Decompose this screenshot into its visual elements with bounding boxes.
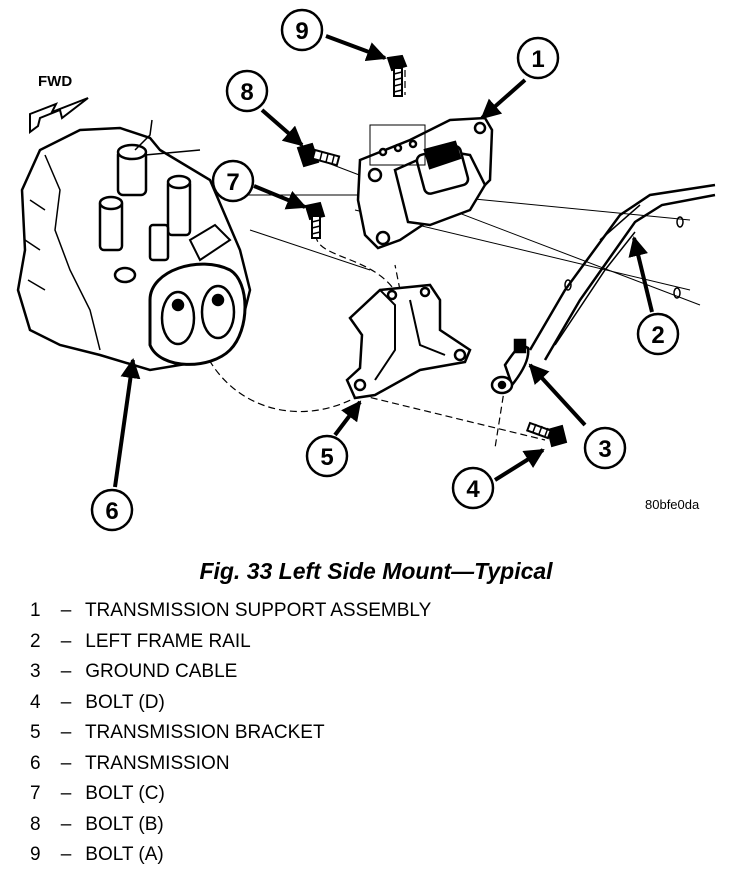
bolt-a [386, 54, 408, 97]
svg-text:2: 2 [651, 322, 664, 349]
svg-text:9: 9 [295, 18, 308, 45]
legend-item: 9– BOLT (A) [30, 844, 164, 865]
callout-6: 6 [90, 488, 134, 532]
parts-legend: 1– TRANSMISSION SUPPORT ASSEMBLY 2– LEFT… [30, 596, 730, 871]
legend-item: 1– TRANSMISSION SUPPORT ASSEMBLY [30, 600, 432, 621]
callout-arrows [113, 34, 654, 488]
svg-text:8: 8 [240, 79, 253, 106]
callout-5: 5 [305, 434, 349, 478]
legend-item: 7– BOLT (C) [30, 783, 165, 804]
legend-item: 6– TRANSMISSION [30, 752, 230, 774]
legend-item: 4– BOLT (D) [30, 691, 165, 713]
left-frame-rail [528, 183, 716, 361]
callout-1: 1 [516, 36, 560, 80]
svg-text:4: 4 [466, 476, 480, 503]
callout-4: 4 [451, 466, 495, 510]
transmission-support-assembly [356, 116, 494, 250]
callout-2: 2 [636, 312, 680, 356]
legend-item: 8– BOLT (B) [30, 813, 164, 835]
bolt-c [304, 201, 326, 239]
fwd-arrow-icon [29, 97, 89, 134]
callout-7: 7 [211, 159, 255, 203]
assembly-lines [195, 70, 546, 449]
svg-text:7: 7 [226, 169, 239, 196]
callout-8: 8 [225, 69, 269, 113]
bolt-b [296, 142, 341, 168]
callout-3: 3 [583, 426, 627, 470]
exploded-diagram: FWD [16, 8, 716, 532]
svg-text:1: 1 [531, 46, 544, 73]
legend-item: 3– GROUND CABLE [30, 661, 238, 682]
callout-9: 9 [280, 8, 324, 52]
image-code: 80bfe0da [645, 497, 700, 512]
transmission-bracket [345, 283, 472, 400]
svg-text:5: 5 [320, 444, 333, 471]
bolt-d [525, 421, 568, 448]
legend-item: 5– TRANSMISSION BRACKET [30, 722, 325, 743]
svg-text:6: 6 [105, 498, 118, 525]
transmission [16, 119, 252, 372]
legend-item: 2– LEFT FRAME RAIL [30, 630, 251, 652]
svg-text:3: 3 [598, 436, 611, 463]
figure-caption: Fig. 33 Left Side Mount—Typical [199, 558, 553, 584]
fwd-indicator: FWD [29, 73, 89, 134]
ground-cable [490, 338, 530, 395]
fwd-label: FWD [38, 73, 72, 90]
